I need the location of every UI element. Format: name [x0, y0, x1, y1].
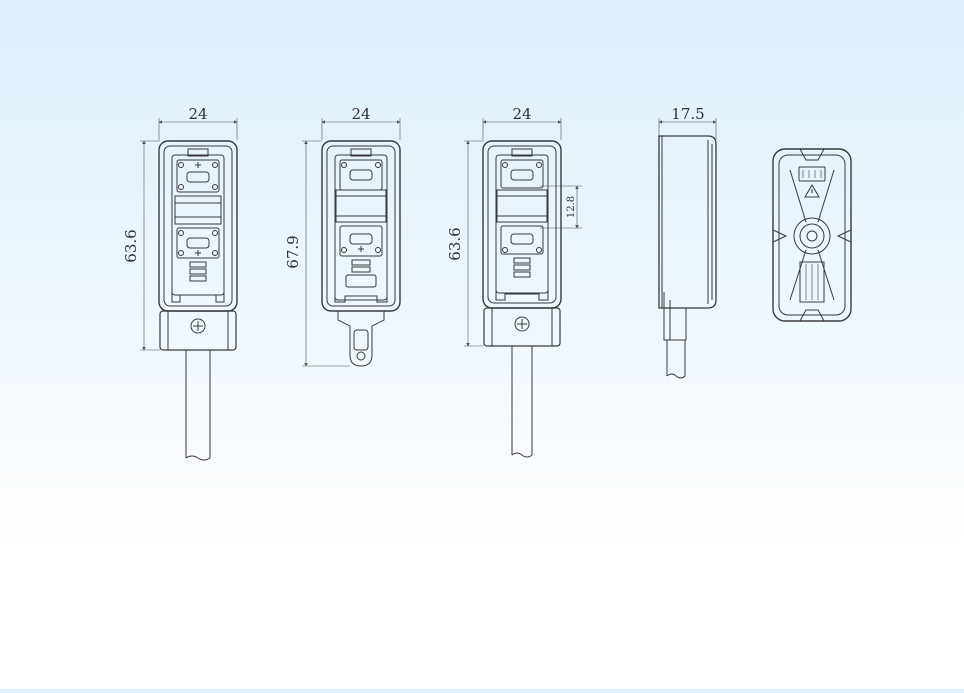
section-width-dim: 24 — [512, 105, 531, 123]
side-view — [658, 118, 717, 379]
front-view — [140, 118, 238, 461]
side-depth-dim: 17.5 — [671, 105, 704, 123]
front-height-dim: 63.6 — [122, 229, 140, 262]
socket-spacing-dim: 12.8 — [566, 196, 577, 218]
back-view — [772, 148, 852, 322]
cap-width-dim: 24 — [351, 105, 370, 123]
front-width-dim: 24 — [188, 105, 207, 123]
section-height-dim: 63.6 — [446, 227, 464, 260]
front-cap-view — [302, 118, 401, 367]
cap-height-dim: 67.9 — [284, 235, 302, 268]
front-section-view — [464, 118, 582, 458]
